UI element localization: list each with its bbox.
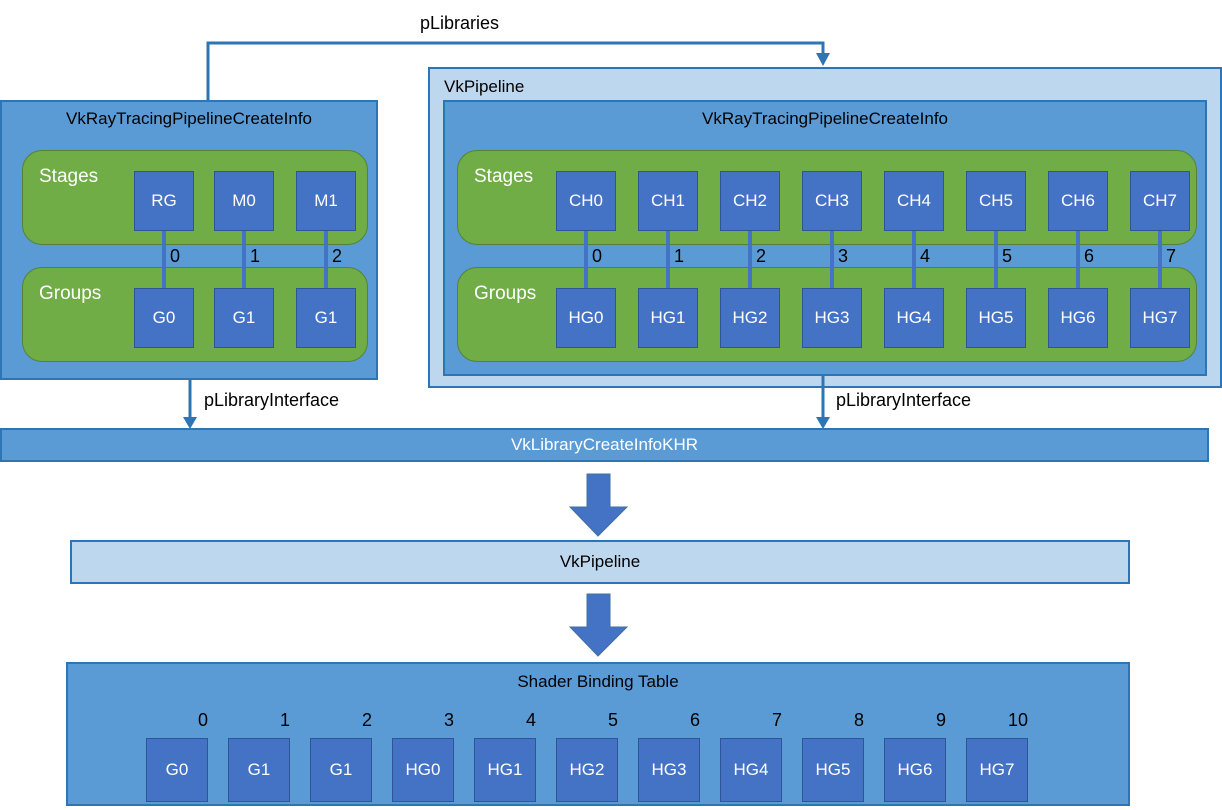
right-stage-square-ch1: CH1	[638, 171, 698, 231]
library-create-info-bar: VkLibraryCreateInfoKHR	[0, 428, 1209, 462]
right-connector-3	[830, 231, 834, 288]
sbt-cell: 7 HG4	[720, 711, 782, 802]
left-index-2: 2	[332, 246, 343, 266]
sbt-index: 2	[361, 710, 372, 730]
sbt-cell: 1 G1	[228, 711, 290, 802]
right-library-interface-label: pLibraryInterface	[836, 390, 972, 410]
right-index-7: 7	[1166, 246, 1177, 266]
right-stage-square-ch0: CH0	[556, 171, 616, 231]
sbt-square: G0	[146, 738, 208, 802]
right-index-5: 5	[1002, 246, 1013, 266]
down-block-arrow-2	[568, 593, 629, 657]
right-connector-0	[584, 231, 588, 288]
pipeline-bar: VkPipeline	[70, 540, 1130, 584]
right-group-square-hg7: HG7	[1130, 288, 1190, 348]
right-stage-square-ch2: CH2	[720, 171, 780, 231]
sbt-index: 5	[607, 710, 618, 730]
right-pipeline-create-info-box: VkRayTracingPipelineCreateInfo Stages Gr…	[443, 100, 1207, 376]
right-index-2: 2	[756, 246, 767, 266]
right-connector-5	[994, 231, 998, 288]
right-stage-square-ch5: CH5	[966, 171, 1026, 231]
left-connector-1	[242, 231, 246, 288]
sbt-square: HG4	[720, 738, 782, 802]
sbt-cell: 5 HG2	[556, 711, 618, 802]
sbt-square: HG6	[884, 738, 946, 802]
right-box-title: VkRayTracingPipelineCreateInfo	[702, 109, 948, 128]
right-connector-6	[1076, 231, 1080, 288]
sbt-index: 0	[197, 710, 208, 730]
sbt-index: 8	[853, 710, 864, 730]
sbt-square: HG1	[474, 738, 536, 802]
right-index-4: 4	[920, 246, 931, 266]
left-groups-label: Groups	[39, 283, 102, 304]
right-stage-square-ch6: CH6	[1048, 171, 1108, 231]
left-connector-0	[162, 231, 166, 288]
right-stage-square-ch4: CH4	[884, 171, 944, 231]
sbt-entries-row: 0 G0 1 G1 2 G1 3 HG0 4 HG1 5 HG2	[146, 711, 1028, 802]
sbt-cell: 4 HG1	[474, 711, 536, 802]
right-group-square-hg1: HG1	[638, 288, 698, 348]
left-stage-square-m0: M0	[214, 171, 274, 231]
right-connector-1	[666, 231, 670, 288]
sbt-index: 6	[689, 710, 700, 730]
sbt-square: HG5	[802, 738, 864, 802]
sbt-square: HG7	[966, 738, 1028, 802]
sbt-index: 9	[935, 710, 946, 730]
sbt-index: 3	[443, 710, 454, 730]
sbt-cell: 6 HG3	[638, 711, 700, 802]
sbt-cell: 2 G1	[310, 711, 372, 802]
sbt-square: HG2	[556, 738, 618, 802]
right-stages-label: Stages	[474, 166, 534, 187]
sbt-index: 1	[279, 710, 290, 730]
shader-binding-table-box: Shader Binding Table 0 G0 1 G1 2 G1 3 HG…	[66, 662, 1130, 806]
right-groups-label: Groups	[474, 283, 537, 304]
p-libraries-label: pLibraries	[420, 13, 500, 33]
right-group-square-hg0: HG0	[556, 288, 616, 348]
sbt-square: HG3	[638, 738, 700, 802]
left-index-1: 1	[250, 246, 261, 266]
right-index-0: 0	[592, 246, 603, 266]
left-connector-2	[324, 231, 328, 288]
vk-pipeline-outer-title: VkPipeline	[444, 77, 525, 96]
left-pipeline-create-info-box: VkRayTracingPipelineCreateInfo Stages Gr…	[0, 100, 378, 380]
sbt-cell: 0 G0	[146, 711, 208, 802]
right-index-1: 1	[674, 246, 685, 266]
right-connector-4	[912, 231, 916, 288]
down-block-arrow-1	[568, 473, 629, 537]
left-library-interface-label: pLibraryInterface	[204, 390, 340, 410]
left-stages-label: Stages	[39, 166, 99, 187]
left-stage-square-m1: M1	[296, 171, 356, 231]
right-group-square-hg4: HG4	[884, 288, 944, 348]
left-group-square-g0: G0	[134, 288, 194, 348]
left-library-interface-arrow	[183, 380, 197, 429]
vk-pipeline-outer-box: VkPipeline VkRayTracingPipelineCreateInf…	[428, 67, 1222, 388]
left-group-square-g1b: G1	[296, 288, 356, 348]
sbt-index: 7	[771, 710, 782, 730]
right-connector-2	[748, 231, 752, 288]
p-libraries-arrowhead-icon	[816, 53, 830, 66]
right-stage-square-ch3: CH3	[802, 171, 862, 231]
right-group-square-hg2: HG2	[720, 288, 780, 348]
right-group-square-hg5: HG5	[966, 288, 1026, 348]
sbt-index: 4	[525, 710, 536, 730]
left-index-0: 0	[170, 246, 181, 266]
sbt-cell: 8 HG5	[802, 711, 864, 802]
sbt-square: G1	[310, 738, 372, 802]
sbt-title: Shader Binding Table	[517, 672, 679, 691]
sbt-square: G1	[228, 738, 290, 802]
left-box-title: VkRayTracingPipelineCreateInfo	[66, 109, 312, 128]
left-stage-square-rg: RG	[134, 171, 194, 231]
sbt-cell: 10 HG7	[966, 711, 1028, 802]
right-index-3: 3	[838, 246, 849, 266]
right-group-square-hg3: HG3	[802, 288, 862, 348]
sbt-cell: 3 HG0	[392, 711, 454, 802]
right-connector-7	[1158, 231, 1162, 288]
sbt-square: HG0	[392, 738, 454, 802]
right-stage-square-ch7: CH7	[1130, 171, 1190, 231]
left-group-square-g1a: G1	[214, 288, 274, 348]
sbt-cell: 9 HG6	[884, 711, 946, 802]
sbt-index: 10	[1007, 710, 1028, 730]
right-index-6: 6	[1084, 246, 1095, 266]
right-group-square-hg6: HG6	[1048, 288, 1108, 348]
